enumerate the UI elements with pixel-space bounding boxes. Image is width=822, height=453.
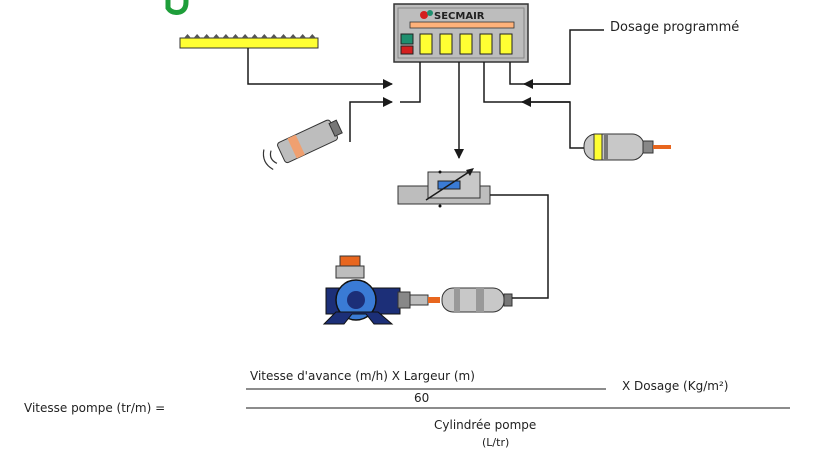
secmair-controller: SECMAIR	[393, 3, 529, 63]
bar-tooth	[232, 34, 239, 38]
controller-key	[479, 33, 493, 55]
programmed-dosage-label: Dosage programmé	[610, 20, 740, 35]
bar-tooth	[260, 34, 268, 38]
formula-denominator-line2: (L/tr)	[482, 436, 510, 449]
corner-green-fragment	[165, 0, 189, 15]
controller-key	[419, 33, 433, 55]
bar-tooth	[184, 34, 191, 38]
proportional-valve-icon	[397, 168, 491, 208]
bar-tooth	[280, 34, 287, 38]
bar-tooth	[203, 34, 211, 38]
bar-tooth	[241, 34, 249, 38]
indicator-green	[400, 33, 414, 45]
controller-key	[459, 33, 473, 55]
bar-tooth	[270, 34, 278, 38]
display-bar	[409, 21, 515, 29]
bar-tooth	[251, 34, 259, 38]
bar-tooth	[289, 34, 297, 38]
formula-numerator-top: Vitesse d'avance (m/h) X Largeur (m)	[250, 369, 475, 383]
formula-lhs: Vitesse pompe (tr/m) =	[24, 401, 166, 415]
formula-multiplier: X Dosage (Kg/m²)	[622, 379, 729, 393]
indicator-red	[400, 45, 414, 55]
bar-tooth	[193, 34, 201, 38]
hydraulic-motor-icon	[441, 287, 513, 313]
bar-tooth	[212, 34, 220, 38]
bar-tooth	[299, 34, 307, 38]
controller-key	[439, 33, 453, 55]
logo-icon	[420, 11, 428, 19]
controller-brand: SECMAIR	[434, 11, 485, 22]
pump-icon	[322, 255, 440, 325]
formula-denominator-line1: Cylindrée pompe	[434, 418, 537, 432]
signal-lines	[247, 29, 604, 299]
encoder-icon	[583, 133, 671, 161]
controller-key	[499, 33, 513, 55]
bar-tooth	[222, 34, 230, 38]
formula-numerator-divisor: 60	[414, 391, 430, 405]
speed-sensor-bar-icon	[179, 34, 319, 49]
bar-tooth	[308, 34, 316, 38]
radar-sensor-icon	[262, 119, 343, 170]
